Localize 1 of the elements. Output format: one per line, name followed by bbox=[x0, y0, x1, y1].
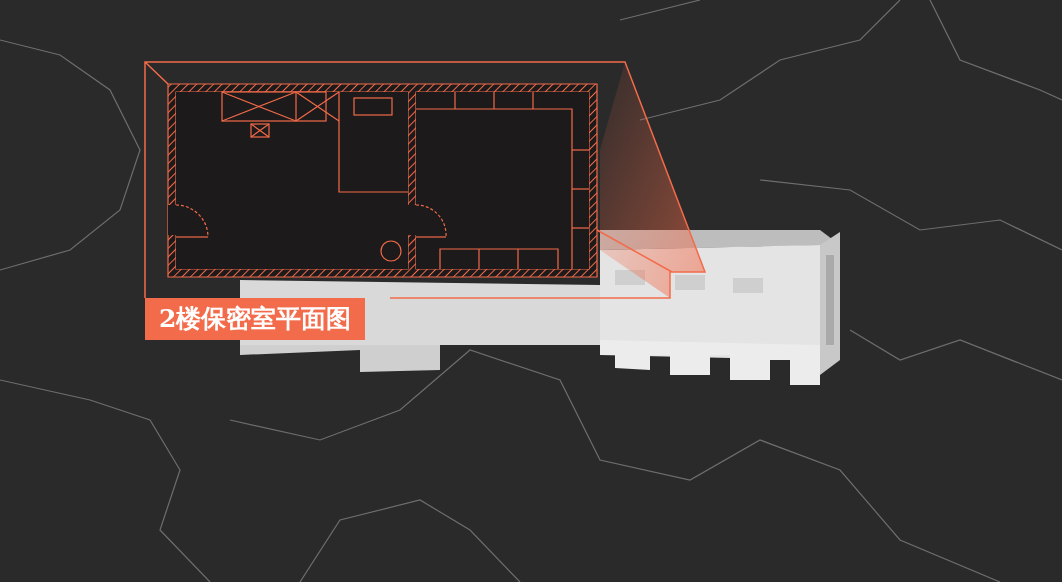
title-label: 2楼保密室平面图 bbox=[145, 298, 366, 340]
